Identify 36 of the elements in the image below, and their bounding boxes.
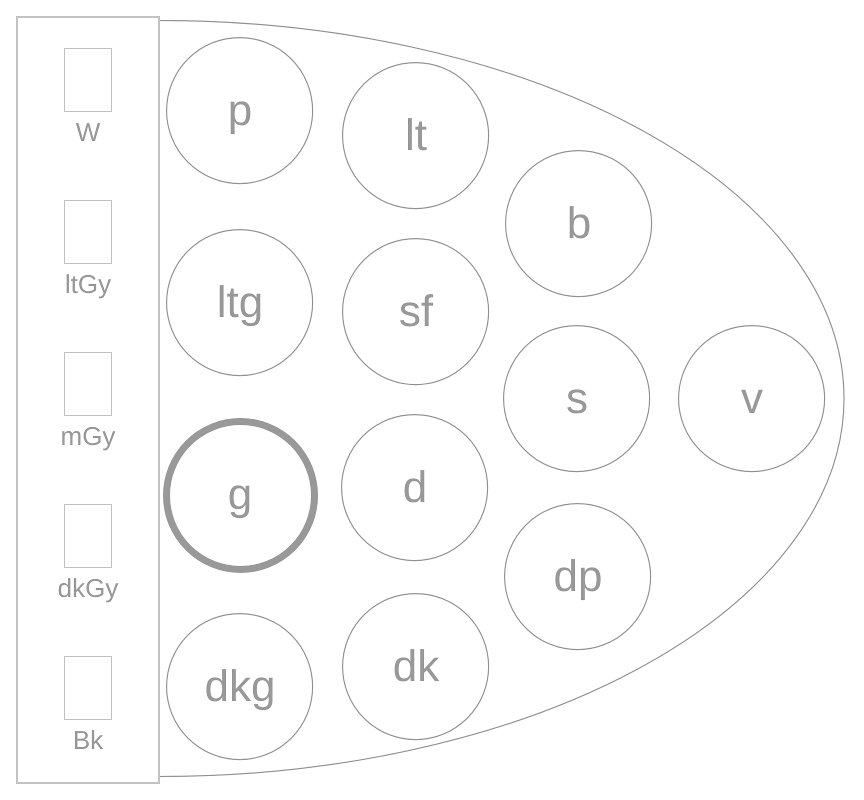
tone-circle: [678, 325, 826, 473]
tone-circle: [342, 238, 490, 386]
tone-label: g: [228, 473, 252, 517]
tone-circle: [342, 62, 490, 210]
tone-label: dp: [554, 554, 602, 599]
tone-label: dkg: [204, 664, 276, 709]
tone-label: b: [566, 202, 592, 246]
swatch-icon: [64, 656, 112, 720]
tone-label: v: [740, 376, 763, 421]
tone-label: s: [566, 376, 588, 421]
swatch-icon: [64, 200, 112, 264]
curved-outline: [160, 20, 845, 777]
tone-circle: [166, 37, 314, 185]
tone-label: ltg: [216, 280, 264, 325]
tone-circle: [505, 150, 653, 298]
swatch-icon: [64, 504, 112, 568]
swatch-label: W: [76, 119, 100, 145]
swatch-icon: [64, 48, 112, 112]
swatch-icon: [64, 352, 112, 416]
tone-circle: [504, 503, 652, 651]
tone-circle: [341, 414, 489, 562]
tone-circle: [162, 418, 318, 572]
tone-circle: [166, 613, 314, 761]
tone-label: d: [402, 466, 428, 510]
swatch-label: ltGy: [64, 271, 112, 297]
tone-label: lt: [404, 114, 427, 158]
tone-circle: [166, 229, 314, 377]
side-panel: [16, 16, 160, 784]
tone-label: p: [228, 88, 252, 133]
swatch-label: mGy: [60, 423, 116, 449]
tone-circle: [503, 325, 651, 473]
tone-label: dk: [392, 644, 440, 689]
swatch-label: dkGy: [58, 575, 118, 601]
tone-circle: [342, 593, 490, 741]
swatch-label: Bk: [72, 727, 104, 753]
tone-label: sf: [398, 290, 434, 334]
